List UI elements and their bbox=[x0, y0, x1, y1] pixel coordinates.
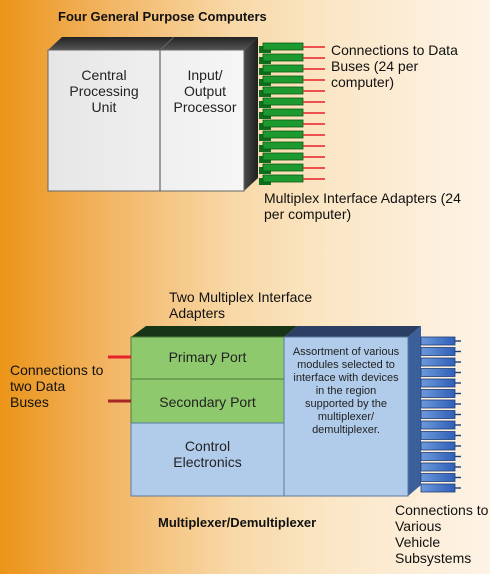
subsystem-card bbox=[420, 420, 461, 430]
two-data-buses-label: Connections to two Data Buses bbox=[10, 362, 104, 410]
two-adapters-label: Two Multiplex Interface Adapters bbox=[169, 289, 313, 321]
subsystem-card bbox=[420, 336, 461, 346]
adapter-connector bbox=[259, 119, 325, 130]
computer-front-face bbox=[47, 49, 245, 192]
subsystem-card bbox=[420, 347, 461, 356]
primary-port-label: Primary Port bbox=[168, 349, 247, 365]
control-electronics-label: Control Electronics bbox=[173, 438, 242, 470]
adapter-connector bbox=[259, 75, 325, 86]
subsystem-card bbox=[420, 473, 461, 482]
adapter-connector bbox=[259, 130, 325, 141]
subsystem-card bbox=[420, 431, 461, 440]
adapter-connector bbox=[259, 141, 325, 152]
cpu-label: Central Processing Unit bbox=[69, 67, 139, 115]
adapter-connector bbox=[259, 53, 325, 64]
subsystem-card bbox=[420, 389, 461, 398]
mdm-top-left-face bbox=[131, 326, 297, 337]
computer-box bbox=[47, 36, 258, 192]
modules-description: Assortment of various modules selected t… bbox=[292, 346, 400, 436]
subsystem-card bbox=[420, 368, 461, 377]
top-divider bbox=[159, 36, 175, 51]
secondary-port-label: Secondary Port bbox=[159, 394, 256, 410]
adapter-connector bbox=[259, 152, 325, 163]
subsystem-connector-cards bbox=[420, 336, 461, 493]
vehicle-subsystems-label: Connections to Various Vehicle Subsystem… bbox=[395, 502, 489, 566]
multiplex-adapters-label: Multiplex Interface Adapters (24 per com… bbox=[264, 190, 461, 222]
mdm-top-right-face bbox=[284, 326, 421, 337]
iop-label: Input/ Output Processor bbox=[173, 67, 237, 115]
mdm-title: Multiplexer/Demultiplexer bbox=[158, 515, 317, 530]
computer-side-face bbox=[244, 37, 258, 191]
adapter-connector bbox=[259, 97, 325, 108]
computer-top-face bbox=[48, 37, 258, 50]
computers-title: Four General Purpose Computers bbox=[58, 9, 267, 24]
subsystem-card bbox=[420, 399, 461, 409]
primary-port-box bbox=[130, 336, 285, 380]
subsystem-card bbox=[420, 462, 461, 472]
mdm-box bbox=[108, 326, 421, 497]
data-bus-connections-label: Connections to Data Buses (24 per comput… bbox=[331, 42, 458, 90]
multiplex-interface-adapters bbox=[259, 42, 325, 185]
adapter-connector bbox=[259, 163, 325, 174]
subsystem-card bbox=[420, 483, 461, 493]
mdm-side-face bbox=[408, 326, 421, 496]
subsystem-card bbox=[420, 441, 461, 451]
modules-box bbox=[283, 336, 409, 497]
subsystem-card bbox=[420, 452, 461, 461]
adapter-connector bbox=[259, 64, 325, 75]
secondary-port-box bbox=[130, 378, 285, 424]
subsystem-card bbox=[420, 410, 461, 419]
subsystem-card bbox=[420, 378, 461, 388]
adapter-connector bbox=[259, 86, 325, 97]
adapter-connector bbox=[259, 174, 325, 185]
adapter-connector bbox=[259, 108, 325, 119]
control-electronics-box bbox=[130, 422, 285, 497]
subsystem-card bbox=[420, 357, 461, 367]
adapter-connector bbox=[259, 42, 325, 53]
